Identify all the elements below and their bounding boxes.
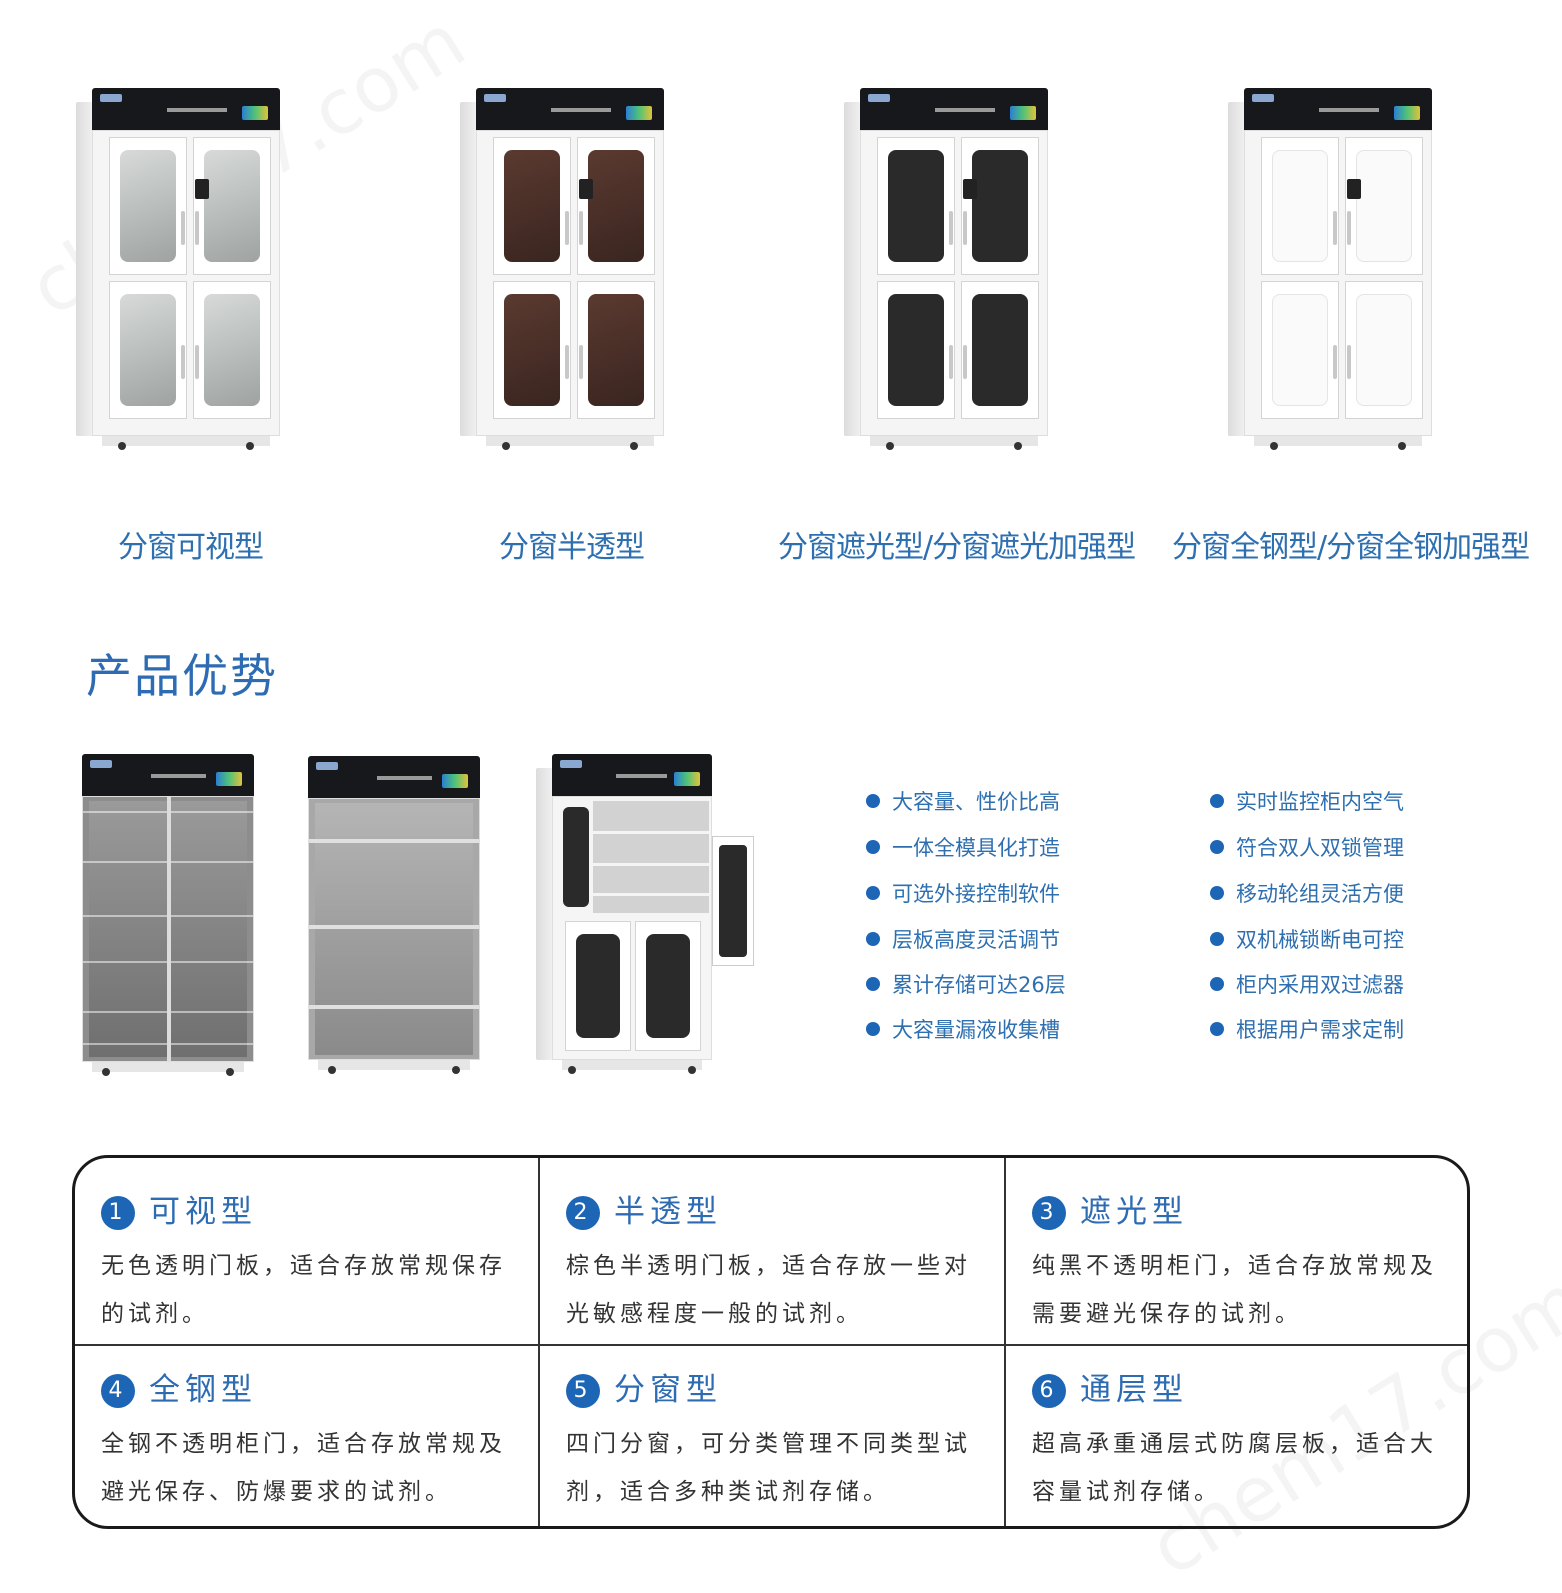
feature-item: 移动轮组灵活方便	[1210, 878, 1404, 908]
feature-item: 柜内采用双过滤器	[1210, 969, 1404, 999]
cabinet-open-shelves-image	[82, 754, 254, 1076]
cabinet-visible-image	[76, 88, 280, 450]
bullet-icon	[1210, 932, 1224, 946]
section-title: 产品优势	[86, 649, 278, 703]
cabinet-type-label-shading: 分窗遮光型/分窗遮光加强型	[778, 530, 1136, 565]
cabinet-translucent-image	[460, 88, 664, 450]
bullet-icon	[866, 977, 880, 991]
feature-item: 双机械锁断电可控	[1210, 924, 1404, 954]
bullet-icon	[1210, 977, 1224, 991]
cell-description: 超高承重通层式防腐层板，适合大容量试剂存储。	[1032, 1431, 1437, 1505]
number-badge-icon: 5	[566, 1374, 600, 1408]
cabinet-through-shelf-image	[308, 756, 480, 1074]
feature-item: 大容量漏液收集槽	[866, 1014, 1060, 1044]
cell-description: 纯黑不透明柜门，适合存放常规及需要避光保存的试剂。	[1032, 1253, 1437, 1327]
cell-description: 棕色半透明门板，适合存放一些对光敏感程度一般的试剂。	[566, 1253, 971, 1327]
feature-item: 层板高度灵活调节	[866, 924, 1060, 954]
feature-item: 可选外接控制软件	[866, 878, 1060, 908]
cell-description: 无色透明门板，适合存放常规保存的试剂。	[101, 1253, 506, 1327]
bullet-icon	[866, 794, 880, 808]
number-badge-icon: 1	[101, 1196, 135, 1230]
bullet-icon	[866, 840, 880, 854]
cabinet-steel-image	[1228, 88, 1432, 450]
number-badge-icon: 6	[1032, 1374, 1066, 1408]
number-badge-icon: 4	[101, 1374, 135, 1408]
cabinet-split-window-open-image	[536, 754, 754, 1074]
feature-item: 符合双人双锁管理	[1210, 832, 1404, 862]
cabinet-type-label-visible: 分窗可视型	[118, 530, 264, 565]
bullet-icon	[866, 886, 880, 900]
bullet-icon	[1210, 794, 1224, 808]
cell-description: 全钢不透明柜门，适合存放常规及避光保存、防爆要求的试剂。	[101, 1431, 506, 1505]
bullet-icon	[1210, 840, 1224, 854]
bullet-icon	[866, 1022, 880, 1036]
cell-description: 四门分窗，可分类管理不同类型试剂，适合多种类试剂存储。	[566, 1431, 971, 1505]
number-badge-icon: 3	[1032, 1196, 1066, 1230]
bullet-icon	[866, 932, 880, 946]
feature-item: 实时监控柜内空气	[1210, 786, 1404, 816]
cabinet-shading-image	[844, 88, 1048, 450]
feature-item: 累计存储可达26层	[866, 969, 1066, 999]
feature-item: 一体全模具化打造	[866, 832, 1060, 862]
cabinet-type-label-steel: 分窗全钢型/分窗全钢加强型	[1172, 530, 1530, 565]
feature-item: 大容量、性价比高	[866, 786, 1060, 816]
cabinet-type-label-translucent: 分窗半透型	[499, 530, 645, 565]
number-badge-icon: 2	[566, 1196, 600, 1230]
bullet-icon	[1210, 886, 1224, 900]
bullet-icon	[1210, 1022, 1224, 1036]
feature-item: 根据用户需求定制	[1210, 1014, 1404, 1044]
